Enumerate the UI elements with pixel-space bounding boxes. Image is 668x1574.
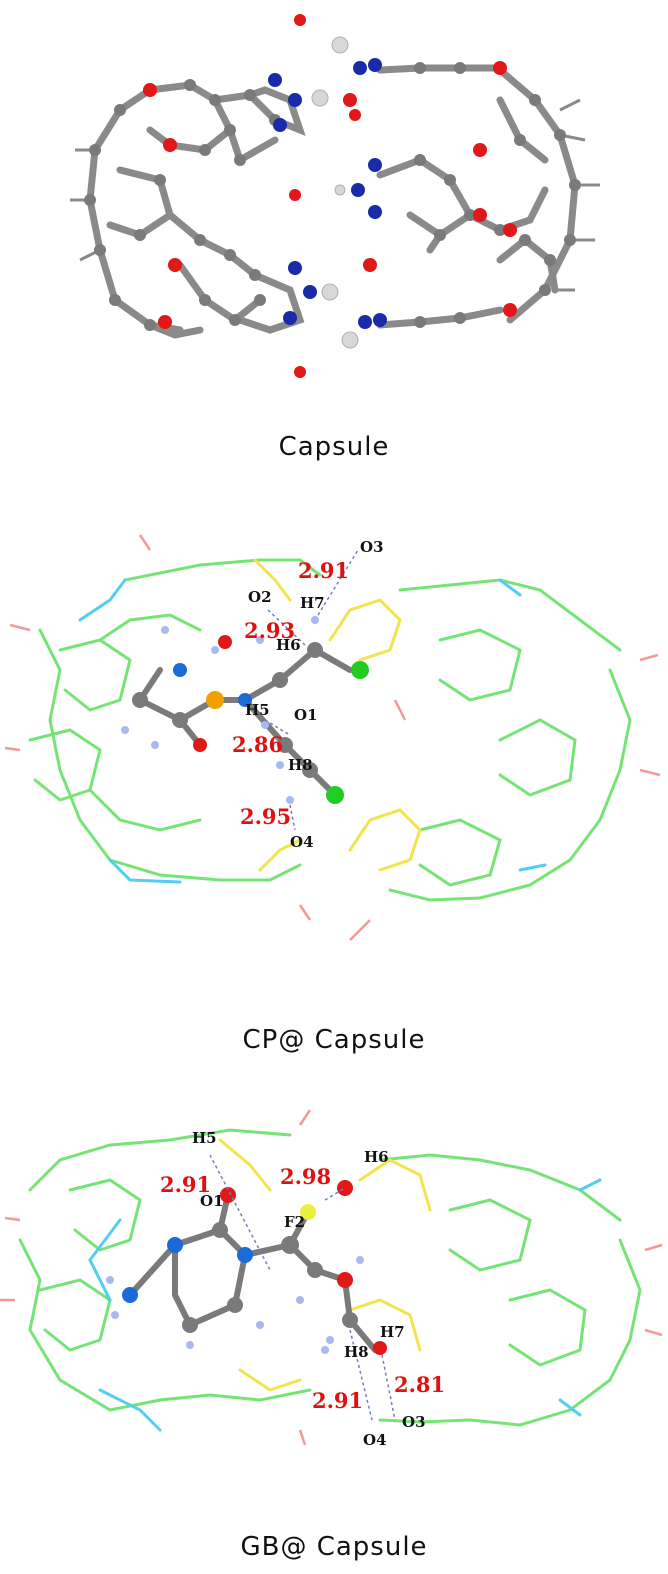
atom-label-o2: O2 bbox=[248, 588, 272, 606]
gb-capsule-panel: H5 H6 O1 F2 H7 H8 O3 O4 2.91 2.98 2.91 2… bbox=[0, 1100, 668, 1450]
atom-label-o4: O4 bbox=[290, 833, 314, 851]
atom-label-f2: F2 bbox=[284, 1213, 305, 1231]
gb-capsule-render: H5 H6 O1 F2 H7 H8 O3 O4 2.91 2.98 2.91 2… bbox=[0, 1109, 663, 1449]
caption-cp-capsule: CP@ Capsule bbox=[242, 1025, 426, 1055]
distance-label: 2.81 bbox=[394, 1372, 445, 1397]
distance-label: 2.98 bbox=[280, 1164, 331, 1189]
atom-label-o1: O1 bbox=[200, 1192, 224, 1210]
atom-label-h5: H5 bbox=[192, 1129, 217, 1147]
atom-label-h8: H8 bbox=[288, 756, 313, 774]
atom-label-h7: H7 bbox=[300, 594, 325, 612]
atom-label-h8: H8 bbox=[344, 1343, 369, 1361]
atom-label-o4: O4 bbox=[363, 1431, 387, 1449]
atom-label-h6: H6 bbox=[276, 636, 301, 654]
atom-label-h6: H6 bbox=[364, 1148, 389, 1166]
atom-label-h7: H7 bbox=[380, 1323, 405, 1341]
distance-label: 2.86 bbox=[232, 732, 283, 757]
capsule-structure-panel bbox=[0, 0, 668, 410]
distance-label: 2.91 bbox=[160, 1172, 211, 1197]
distance-label: 2.93 bbox=[244, 618, 295, 643]
distance-label: 2.91 bbox=[312, 1388, 363, 1413]
atom-label-o3: O3 bbox=[402, 1413, 426, 1431]
caption-capsule: Capsule bbox=[278, 432, 390, 462]
cp-capsule-panel: O3 O2 H7 H6 H5 O1 H8 O4 2.91 2.93 2.86 2… bbox=[0, 520, 668, 990]
capsule-molecule-render bbox=[70, 14, 600, 378]
cp-capsule-render: O3 O2 H7 H6 H5 O1 H8 O4 2.91 2.93 2.86 2… bbox=[4, 534, 661, 941]
distance-label: 2.91 bbox=[298, 558, 349, 583]
atom-label-o1: O1 bbox=[294, 706, 318, 724]
caption-gb-capsule: GB@ Capsule bbox=[240, 1532, 428, 1562]
distance-label: 2.95 bbox=[240, 804, 291, 829]
atom-label-h5: H5 bbox=[245, 701, 270, 719]
atom-label-o3: O3 bbox=[360, 538, 384, 556]
